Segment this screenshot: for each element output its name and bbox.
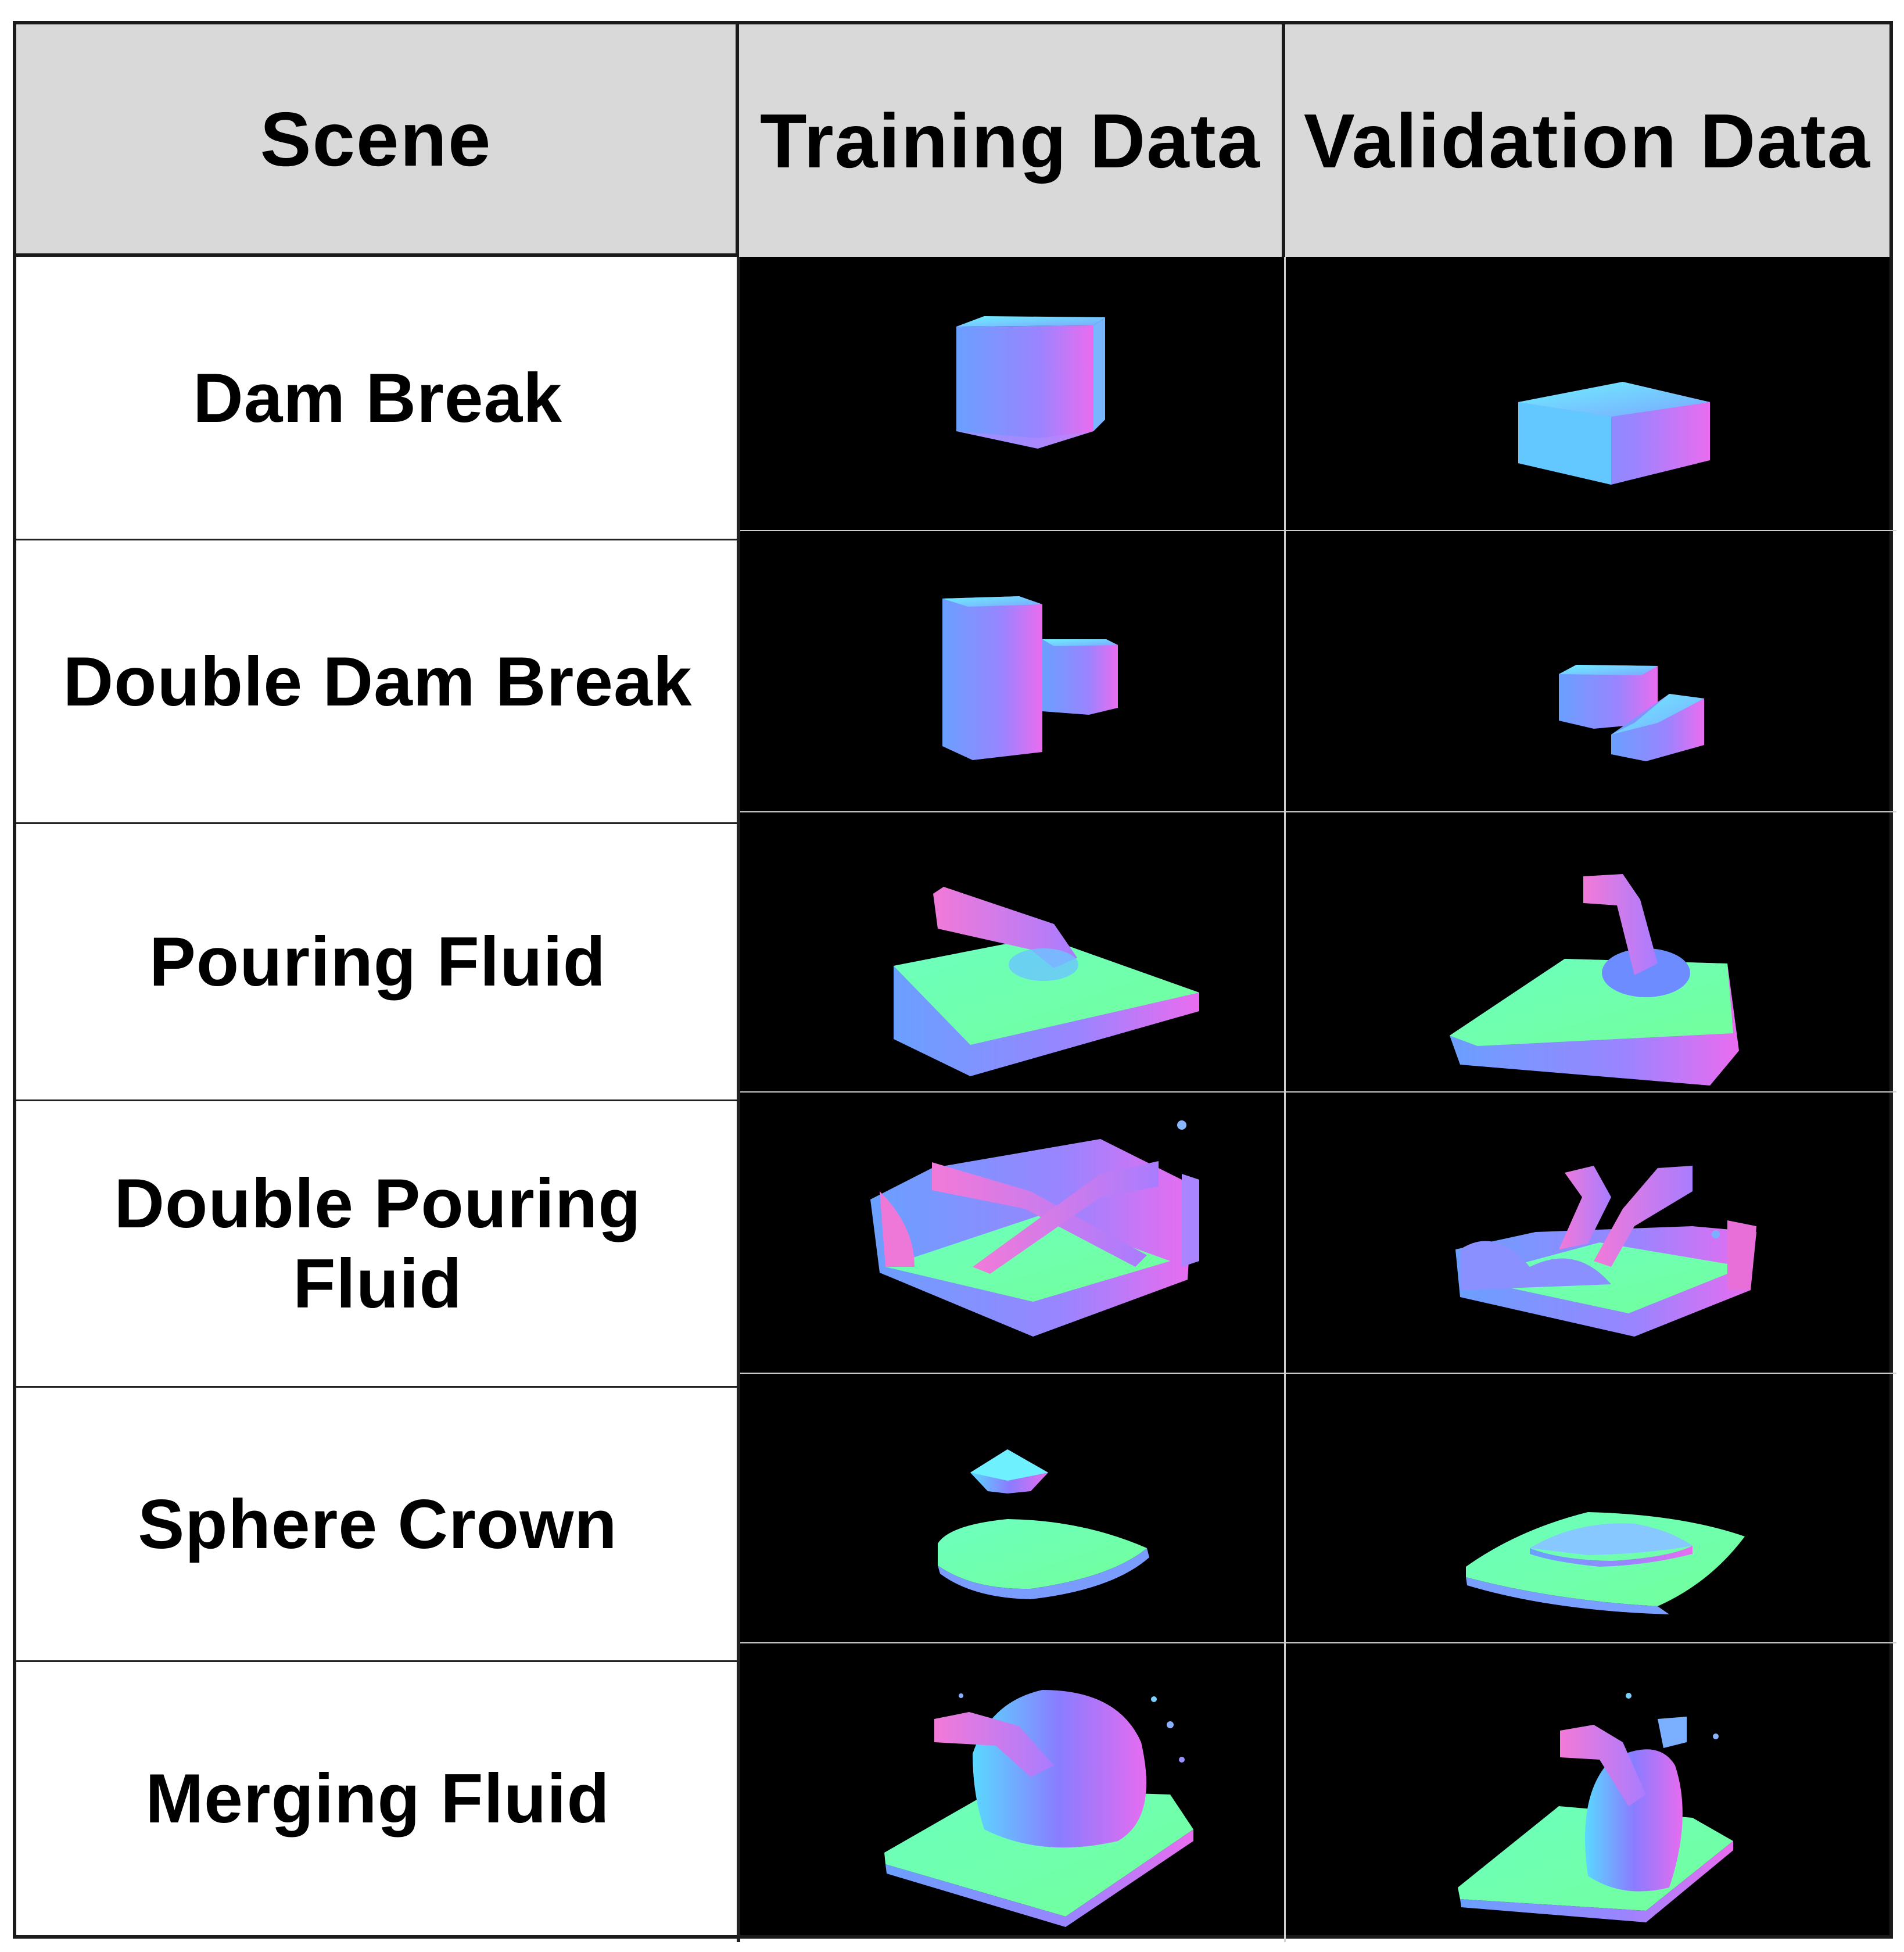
validation-render-merging-fluid <box>1286 1643 1889 1935</box>
scene-cell: Double Pouring Fluid <box>16 1101 739 1386</box>
validation-render-dam-break <box>1286 257 1889 530</box>
scene-label: Merging Fluid <box>145 1760 610 1838</box>
validation-render-double-dam-break <box>1286 531 1889 811</box>
scene-cell: Pouring Fluid <box>16 824 739 1099</box>
scene-table: Scene Training Data Validation Data Dam … <box>13 21 1896 1942</box>
scene-cell: Dam Break <box>16 257 739 539</box>
scene-label: Double Dam Break <box>63 642 693 721</box>
header-validation: Validation Data <box>1303 98 1871 184</box>
scene-cell: Merging Fluid <box>16 1662 739 1935</box>
header-validation-cell: Validation Data <box>1285 24 1889 257</box>
validation-render-pouring-fluid <box>1286 812 1889 1091</box>
training-render-double-dam-break <box>740 531 1284 811</box>
scene-cell: Double Dam Break <box>16 540 739 822</box>
training-render-merging-fluid <box>740 1643 1284 1935</box>
header-scene: Scene <box>260 96 492 182</box>
header-training: Training Data <box>759 98 1261 184</box>
scene-label: Pouring Fluid <box>149 923 607 1001</box>
training-render-pouring-fluid <box>740 812 1284 1091</box>
scene-label: Sphere Crown <box>138 1485 618 1563</box>
scene-cell: Sphere Crown <box>16 1388 739 1660</box>
training-render-sphere-crown <box>740 1374 1284 1642</box>
scene-label: Double Pouring Fluid <box>114 1165 641 1323</box>
training-render-dam-break <box>740 257 1284 530</box>
header-training-cell: Training Data <box>739 24 1285 257</box>
validation-render-double-pouring-fluid <box>1286 1093 1889 1373</box>
scene-label: Dam Break <box>192 359 562 437</box>
validation-render-sphere-crown <box>1286 1374 1889 1642</box>
header-scene-cell: Scene <box>16 24 739 257</box>
training-render-double-pouring-fluid <box>740 1093 1284 1373</box>
